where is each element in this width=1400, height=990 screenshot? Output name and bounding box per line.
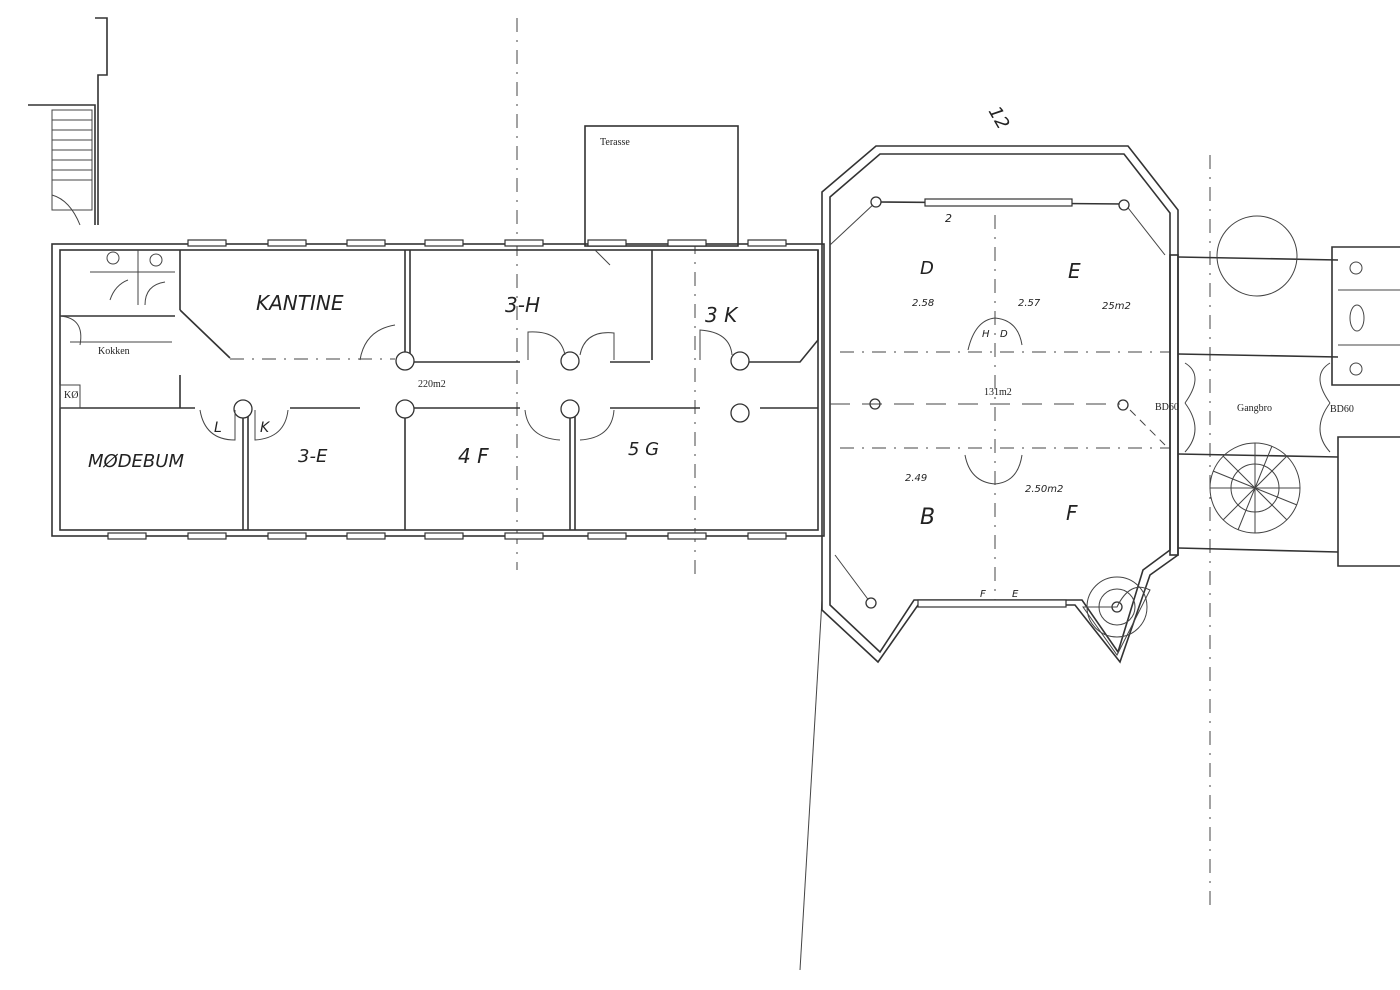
- svg-text:D: D: [920, 258, 934, 279]
- svg-text:L: L: [214, 420, 222, 436]
- svg-text:BD60: BD60: [1155, 402, 1179, 413]
- svg-text:KØ: KØ: [64, 390, 78, 401]
- left-stair-block: [28, 17, 108, 226]
- west-wing: [51, 239, 825, 540]
- svg-text:25m2: 25m2: [1102, 301, 1131, 312]
- svg-text:K: K: [260, 420, 271, 436]
- svg-text:3-E: 3-E: [298, 446, 328, 467]
- svg-text:5 G: 5 G: [628, 439, 659, 460]
- svg-text:D: D: [1000, 329, 1008, 340]
- svg-text:2.58: 2.58: [912, 298, 934, 309]
- svg-text:Kokken: Kokken: [98, 346, 130, 357]
- svg-text:Gangbro: Gangbro: [1237, 403, 1272, 414]
- walkway: [1169, 215, 1400, 567]
- svg-text:F: F: [1066, 501, 1078, 525]
- svg-text:KANTINE: KANTINE: [256, 291, 344, 315]
- svg-text:4 F: 4 F: [458, 444, 489, 468]
- svg-text:2.57: 2.57: [1018, 298, 1041, 309]
- svg-text:B: B: [920, 505, 935, 530]
- spiral-stair: [1209, 442, 1301, 534]
- east-hall: [821, 145, 1179, 664]
- svg-text:BD60: BD60: [1330, 404, 1354, 415]
- svg-text:Terasse: Terasse: [600, 137, 630, 148]
- svg-text:220m2: 220m2: [418, 379, 446, 390]
- svg-text:3-H: 3-H: [505, 293, 540, 317]
- svg-text:2.49: 2.49: [905, 473, 927, 484]
- svg-text:MØDEBUM: MØDEBUM: [88, 451, 184, 472]
- svg-text:3 K: 3 K: [705, 303, 739, 327]
- svg-text:H: H: [982, 329, 990, 340]
- terrace: [584, 125, 739, 247]
- svg-text:2.50m2: 2.50m2: [1025, 484, 1063, 495]
- svg-text:131m2: 131m2: [984, 387, 1012, 398]
- svg-text:F: F: [980, 589, 986, 600]
- svg-text:E: E: [1012, 589, 1019, 600]
- svg-text:12: 12: [984, 103, 1014, 133]
- svg-text:E: E: [1068, 259, 1081, 283]
- svg-text:2: 2: [945, 212, 952, 225]
